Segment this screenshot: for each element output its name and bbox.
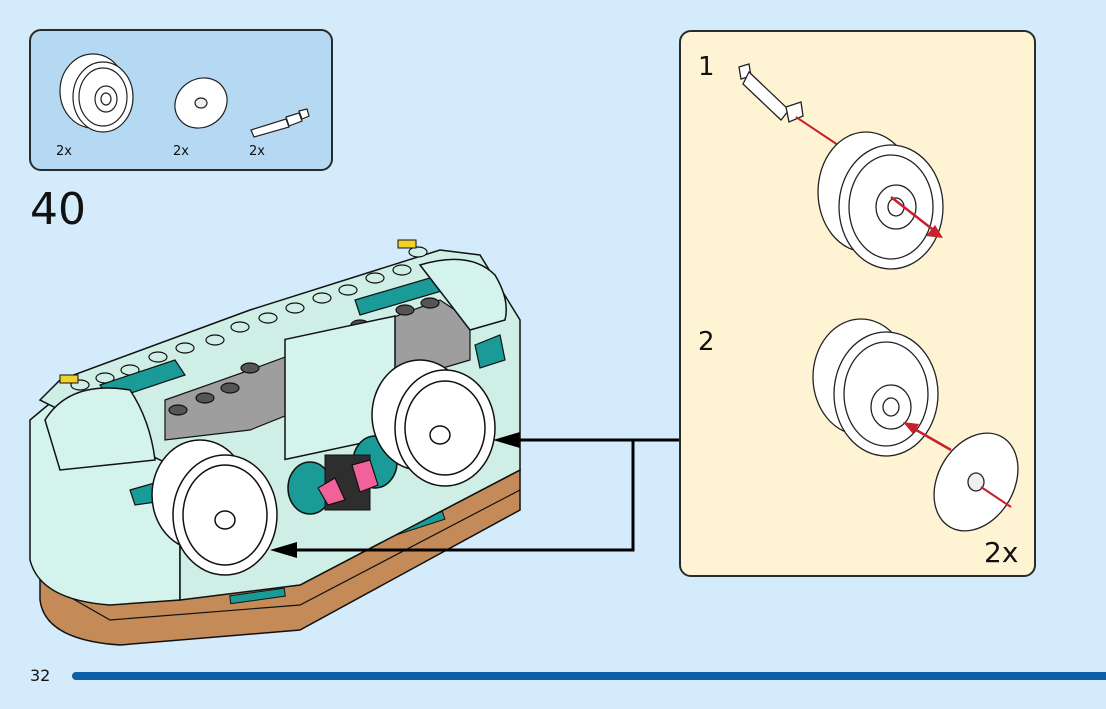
callout-leader-lines: [290, 438, 679, 552]
parts-list-box: 2x 2x 2x: [29, 29, 333, 171]
sub-step-2-label: 2: [698, 327, 715, 357]
axle-pin-icon: [250, 108, 310, 138]
wheel-rim-quantity: 2x: [56, 144, 72, 159]
page-progress-bar: [72, 672, 1106, 680]
wheel-rim-icon: [812, 318, 939, 457]
yellow-clip-left: [59, 374, 79, 384]
sub-step-1-label: 1: [698, 52, 715, 82]
sub-assembly-multiplier: 2x: [984, 536, 1019, 569]
red-arrow-head: [926, 225, 943, 238]
wheel-rim-icon: [59, 53, 134, 133]
arrow-head-right-wheel: [493, 432, 520, 448]
red-arrow-head: [903, 422, 919, 434]
round-tile-icon: [933, 432, 1019, 532]
model-wheel-left: [151, 439, 278, 576]
model-wheel-right: [371, 359, 496, 487]
axle-pin-icon: [738, 63, 804, 123]
page-number: 32: [30, 666, 51, 685]
sub-assembly-panel: 1 2: [679, 30, 1036, 577]
round-tile-quantity: 2x: [173, 144, 189, 159]
axle-pin-quantity: 2x: [249, 144, 265, 159]
round-tile-icon: [174, 77, 228, 129]
wheel-rim-icon: [817, 131, 944, 270]
step-number: 40: [30, 184, 86, 235]
yellow-clip-right: [397, 239, 417, 249]
arrow-head-left-wheel: [270, 542, 297, 558]
